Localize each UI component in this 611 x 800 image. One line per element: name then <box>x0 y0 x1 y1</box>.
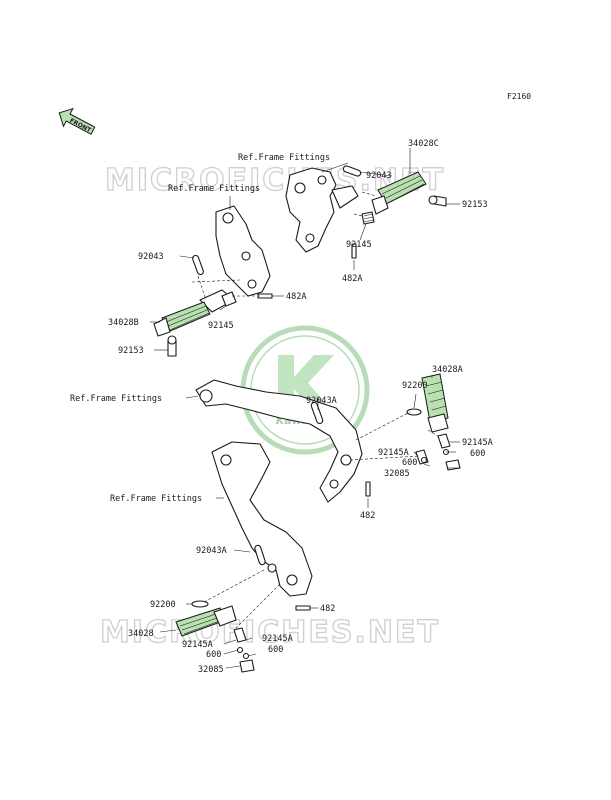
label-34028: 34028 <box>128 629 154 639</box>
washer-92200-low <box>191 600 209 608</box>
label-34028C: 34028C <box>408 139 439 149</box>
leader-lines <box>150 148 460 669</box>
label-600-lowright: 600 <box>268 645 283 655</box>
label-92200-right: 92200 <box>402 381 428 391</box>
pin-92043A-low <box>254 544 266 566</box>
label-92145A-mid: 92145A <box>378 448 409 458</box>
spring-92145-left <box>221 291 237 307</box>
bolt-92153-right <box>428 195 447 207</box>
pin-92043A-mid <box>310 401 324 425</box>
label-600-lowleft: 600 <box>206 650 221 660</box>
label-ref-frame-top: Ref.Frame Fittings <box>238 153 330 163</box>
label-482A-left: 482A <box>286 292 306 302</box>
footpeg-34028 <box>175 605 237 637</box>
label-92153-right: 92153 <box>462 200 488 210</box>
label-92153-left: 92153 <box>118 346 144 356</box>
cotter-482-low <box>295 605 311 611</box>
label-32085-low: 32085 <box>198 665 224 675</box>
footpeg-34028C <box>371 171 427 215</box>
label-ref-frame-left-upper: Ref.Frame Fittings <box>168 184 260 194</box>
label-92145-left: 92145 <box>208 321 234 331</box>
lower-bracket <box>211 441 313 597</box>
cotter-482A-top <box>351 243 357 259</box>
bolt-92153-left <box>167 335 177 357</box>
label-600-right: 600 <box>470 449 485 459</box>
pivot-32085-right <box>445 459 461 471</box>
label-34028A: 34028A <box>432 365 463 375</box>
label-92043-top: 92043 <box>366 171 392 181</box>
cotter-482-mid <box>365 481 371 497</box>
label-482A-top: 482A <box>342 274 362 284</box>
pin-92043-left <box>192 254 204 276</box>
cotter-482A-left <box>257 293 273 299</box>
label-92043A-mid: 92043A <box>306 396 337 406</box>
label-ref-frame-lower: Ref.Frame Fittings <box>110 494 202 504</box>
pin-92043-top <box>342 165 362 177</box>
label-600-mid: 600 <box>402 458 417 468</box>
washer-92200-right <box>406 408 422 416</box>
watermark-bottom: MICROFICHES.NET <box>100 615 440 650</box>
upper-right-bracket <box>285 167 359 253</box>
diagram-code: F2160 <box>507 92 531 101</box>
ball-600-lowright <box>242 652 250 660</box>
label-92043A-low: 92043A <box>196 546 227 556</box>
spring-92145A-right <box>437 433 451 449</box>
ball-600-mid <box>420 456 428 464</box>
footpeg-34028A <box>421 373 449 433</box>
footpeg-34028B <box>153 301 211 337</box>
label-32085-right: 32085 <box>384 469 410 479</box>
pivot-32085-low <box>239 659 255 673</box>
label-34028B: 34028B <box>108 318 139 328</box>
label-ref-frame-mid: Ref.Frame Fittings <box>70 394 162 404</box>
label-92145A-right: 92145A <box>462 438 493 448</box>
label-482-low: 482 <box>320 604 335 614</box>
ball-600-lowleft <box>236 646 244 654</box>
label-92200-low: 92200 <box>150 600 176 610</box>
front-arrow-icon: FRONT <box>58 107 96 135</box>
label-482-mid: 482 <box>360 511 375 521</box>
label-92145A-lowright: 92145A <box>262 634 293 644</box>
label-92145-top: 92145 <box>346 240 372 250</box>
middle-rear-bracket <box>195 379 363 503</box>
label-92043-left: 92043 <box>138 252 164 262</box>
label-92145A-lowleft: 92145A <box>182 640 213 650</box>
